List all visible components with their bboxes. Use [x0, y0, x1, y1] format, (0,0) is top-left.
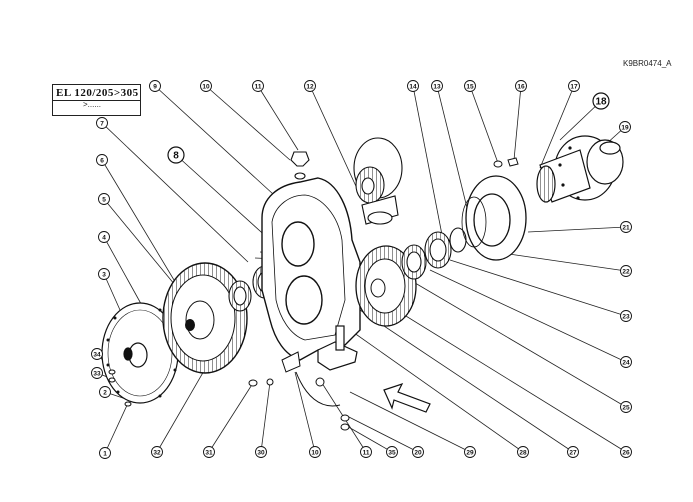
direction-arrow	[383, 382, 431, 413]
callout-21-label: 21	[622, 224, 630, 231]
callout-4-label: 4	[102, 234, 106, 241]
callout-30-label: 30	[257, 449, 265, 456]
callout-32-label: 32	[153, 449, 161, 456]
callout-11-label: 11	[363, 449, 370, 456]
housing-plug	[290, 151, 310, 180]
callout-3-label: 3	[102, 271, 106, 278]
callout-28-circle	[517, 446, 529, 458]
large-gear-left	[162, 262, 248, 374]
bearing-right	[401, 227, 467, 280]
callout-27-label: 27	[569, 449, 577, 456]
callout-9-circle	[149, 80, 161, 92]
callout-35-circle	[386, 446, 398, 458]
callout-14-label: 14	[409, 83, 417, 90]
housing-mounting-bracket	[317, 325, 358, 371]
callout-12-circle	[304, 80, 316, 92]
callout-29-label: 29	[466, 449, 474, 456]
callout-33-label: 33	[93, 370, 101, 377]
callout-34-label: 34	[93, 351, 101, 358]
callout-29-circle	[464, 446, 476, 458]
callout-5-label: 5	[102, 196, 106, 203]
callout-11-circle	[252, 80, 264, 92]
callout-6-label: 6	[100, 157, 104, 164]
callout-11-label: 11	[255, 83, 262, 90]
callout-22-label: 22	[622, 268, 630, 275]
callout-3-circle	[98, 268, 110, 280]
document-code: K9BR0474_A	[623, 59, 672, 68]
callout-12-label: 12	[306, 83, 314, 90]
model-range: EL 120/205>305	[56, 87, 139, 99]
pinion-shaft	[353, 137, 403, 225]
callout-24-label: 24	[622, 359, 630, 366]
callout-13-label: 13	[433, 83, 441, 90]
callout-10-label: 10	[202, 83, 210, 90]
callout-4-circle	[98, 231, 110, 243]
callout-19-label: 19	[621, 124, 629, 131]
small-fasteners	[108, 157, 519, 431]
model-suffix: >......	[83, 100, 102, 109]
callout-10-circle	[200, 80, 212, 92]
output-shaft	[536, 135, 624, 203]
callout-1-circle	[99, 447, 111, 459]
callout-10-label: 10	[311, 449, 319, 456]
callout-16-label: 16	[517, 83, 525, 90]
callout-16-circle	[515, 80, 527, 92]
callout-31-circle	[203, 446, 215, 458]
callout-6-circle	[96, 154, 108, 166]
callout-2-circle	[99, 386, 111, 398]
gearbox-housing	[261, 177, 361, 361]
callout-14-circle	[407, 80, 419, 92]
model-divider	[53, 100, 140, 101]
callout-17-label: 17	[570, 83, 578, 90]
callout-27-circle	[567, 446, 579, 458]
callout-34-circle	[91, 348, 103, 360]
callout-10-circle	[309, 446, 321, 458]
model-box: EL 120/205>305 >......	[52, 84, 141, 116]
callout-17-circle	[568, 80, 580, 92]
callout-33-circle	[91, 367, 103, 379]
output-flange	[461, 175, 527, 261]
callout-5-circle	[98, 193, 110, 205]
callout-23-label: 23	[622, 313, 630, 320]
callout-15-label: 15	[466, 83, 474, 90]
large-gear-right	[355, 245, 417, 327]
callout-26-circle	[620, 446, 632, 458]
callout-26-label: 26	[622, 449, 630, 456]
callout-20-label: 20	[414, 449, 422, 456]
callout-18-label: 18	[595, 97, 607, 108]
callout-2-label: 2	[103, 389, 107, 396]
callout-7-label: 7	[100, 120, 104, 127]
callout-13-circle	[431, 80, 443, 92]
callout-30-circle	[255, 446, 267, 458]
callout-1-label: 1	[103, 450, 107, 457]
callout-23-circle	[620, 310, 632, 322]
output-shaft-bolts	[558, 146, 580, 200]
callout-21-circle	[620, 221, 632, 233]
callout-24-circle	[620, 356, 632, 368]
callout-18-circle	[592, 92, 610, 110]
callout-22-circle	[620, 265, 632, 277]
callout-32-circle	[151, 446, 163, 458]
callout-25-circle	[620, 401, 632, 413]
callout-28-label: 28	[519, 449, 527, 456]
callout-31-label: 31	[205, 449, 213, 456]
callout-35-label: 35	[388, 449, 396, 456]
callout-19-circle	[619, 121, 631, 133]
callout-20-circle	[412, 446, 424, 458]
callout-8-circle	[167, 146, 185, 164]
callout-8-label: 8	[173, 151, 179, 162]
callout-15-circle	[464, 80, 476, 92]
callout-9-label: 9	[153, 83, 157, 90]
callout-11-circle	[360, 446, 372, 458]
callout-25-label: 25	[622, 404, 630, 411]
callout-7-circle	[96, 117, 108, 129]
